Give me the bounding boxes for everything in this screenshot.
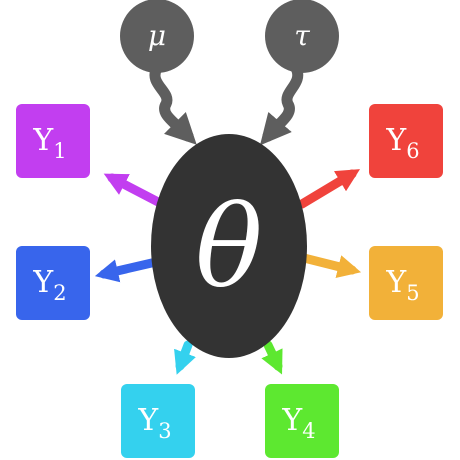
output-box-y1: Y1 (16, 104, 90, 178)
edge-theta-to-y6 (297, 169, 361, 209)
output-box-y4: Y4 (265, 384, 339, 458)
parent-node-mu-label: μ (148, 19, 166, 52)
output-box-y6-base: Y (385, 123, 407, 158)
output-box-y2-sub: 2 (53, 281, 66, 305)
output-box-y5-sub: 5 (406, 281, 419, 305)
output-box-y4-label: Y4 (281, 403, 315, 443)
output-box-y5-label: Y5 (385, 265, 419, 305)
output-box-y5-rect (369, 246, 443, 320)
output-box-y3-base: Y (137, 403, 159, 438)
output-box-y3: Y3 (121, 384, 195, 458)
parent-node-mu: μ (120, 0, 194, 73)
output-box-y6-rect (369, 104, 443, 178)
output-box-y3-rect (121, 384, 195, 458)
output-box-y5-base: Y (385, 265, 407, 300)
edge-theta-to-y1 (103, 173, 167, 209)
output-box-y1-rect (16, 104, 90, 178)
parent-node-tau: τ (265, 0, 339, 73)
center-node-theta: θ (151, 134, 307, 358)
output-box-y4-sub: 4 (302, 419, 315, 443)
output-box-y2-rect (16, 246, 90, 320)
output-box-y3-sub: 3 (158, 419, 171, 443)
edge-mu-to-theta (149, 62, 197, 145)
output-edges (94, 169, 362, 375)
output-box-y5: Y5 (369, 246, 443, 320)
output-box-y4-rect (265, 384, 339, 458)
output-box-y1-sub: 1 (53, 139, 66, 163)
parent-edges (149, 62, 304, 146)
output-box-y1-label: Y1 (32, 123, 66, 163)
center-node-theta-label: θ (195, 183, 262, 313)
edge-theta-to-y5 (299, 253, 362, 278)
output-box-y1-base: Y (32, 123, 54, 158)
output-box-y2-label: Y2 (32, 265, 66, 305)
parent-node-tau-label: τ (294, 19, 310, 52)
output-box-y2-base: Y (32, 265, 54, 300)
parent-node-tau-circle (265, 0, 339, 73)
output-box-y4-base: Y (281, 403, 303, 438)
output-box-y6-sub: 6 (406, 139, 419, 163)
output-box-y6-label: Y6 (385, 123, 419, 163)
edge-theta-to-y4 (261, 340, 283, 375)
center-node-theta-ellipse (151, 134, 307, 358)
edge-theta-to-y3 (174, 340, 196, 375)
output-box-y6: Y6 (369, 104, 443, 178)
edge-theta-to-y2 (94, 257, 161, 283)
output-box-y3-label: Y3 (137, 403, 171, 443)
edge-tau-to-theta (259, 62, 304, 146)
output-box-y2: Y2 (16, 246, 90, 320)
parent-node-mu-circle (120, 0, 194, 73)
